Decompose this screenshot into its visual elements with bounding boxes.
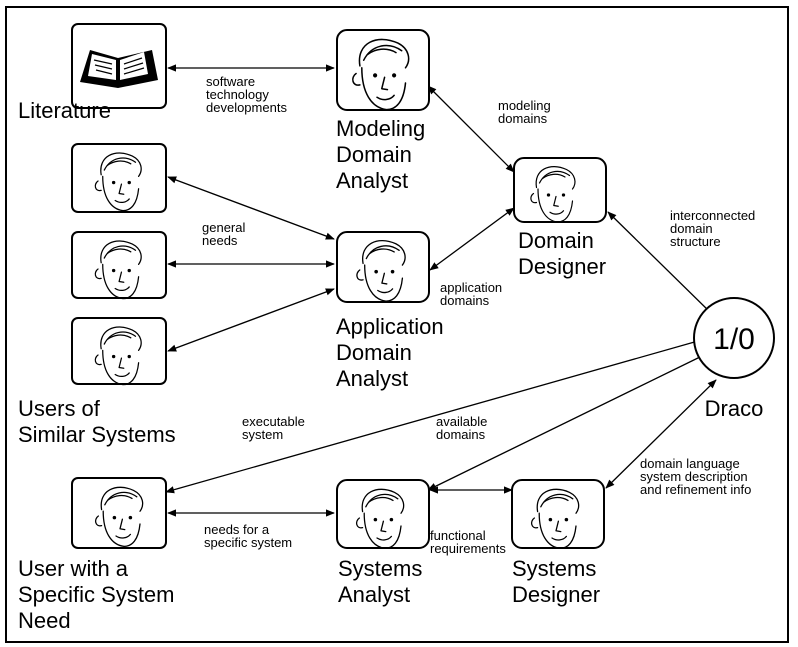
node-application-domain-analyst: Application Domain Analyst xyxy=(336,231,450,391)
node-domain-designer: Domain Designer xyxy=(513,157,607,279)
edge-draco-systems-analyst xyxy=(427,355,703,491)
label-needs-specific-system: needs for a specific system xyxy=(204,522,292,550)
edge-labels: software technology developments modelin… xyxy=(202,74,759,556)
edge-user1-application xyxy=(167,176,335,240)
node-user-specific-need: User with a Specific System Need xyxy=(18,477,181,633)
diagram-frame xyxy=(5,6,789,643)
label-interconnected-domain-structure: interconnected domain structure xyxy=(670,208,759,249)
domain-designer-label: Domain Designer xyxy=(518,228,606,279)
modeling-domain-analyst-label: Modeling Domain Analyst xyxy=(336,116,431,193)
edge-domain-designer-draco xyxy=(607,211,713,315)
label-domain-language: domain language system description and r… xyxy=(640,456,751,497)
book-icon xyxy=(80,50,158,88)
node-draco: 1/0 Draco xyxy=(693,297,775,421)
user-specific-need-label: User with a Specific System Need xyxy=(18,556,181,633)
literature-label: Literature xyxy=(18,98,111,123)
node-users-similar-systems: Users of Similar Systems xyxy=(18,143,176,447)
draco-circle xyxy=(693,297,775,379)
edge-user3-application xyxy=(167,288,335,352)
application-domain-analyst-label: Application Domain Analyst xyxy=(336,314,450,391)
draco-symbol: 1/0 xyxy=(713,323,755,356)
edge-draco-user-specific xyxy=(165,340,699,494)
users-similar-systems-label: Users of Similar Systems xyxy=(18,396,176,447)
edges xyxy=(165,64,717,517)
edge-modeling-domain-designer xyxy=(427,85,515,173)
label-executable-system: executable system xyxy=(242,414,309,442)
node-systems-analyst: Systems Analyst xyxy=(336,479,430,607)
label-functional-requirements: functional requirements xyxy=(430,528,506,556)
label-application-domains: application domains xyxy=(440,280,506,308)
systems-analyst-label: Systems Analyst xyxy=(338,556,428,607)
label-modeling-domains: modeling domains xyxy=(498,98,554,126)
draco-label: Draco xyxy=(705,396,764,421)
systems-designer-label: Systems Designer xyxy=(512,556,602,607)
edge-draco-systems-designer xyxy=(605,379,717,489)
node-modeling-domain-analyst: Modeling Domain Analyst xyxy=(336,29,431,193)
node-systems-designer: Systems Designer xyxy=(511,479,605,607)
label-software-technology: software technology developments xyxy=(206,74,287,115)
edge-application-domain-designer xyxy=(429,207,515,271)
label-general-needs: general needs xyxy=(202,220,249,248)
label-available-domains: available domains xyxy=(436,414,491,442)
node-literature: Literature xyxy=(18,23,167,123)
